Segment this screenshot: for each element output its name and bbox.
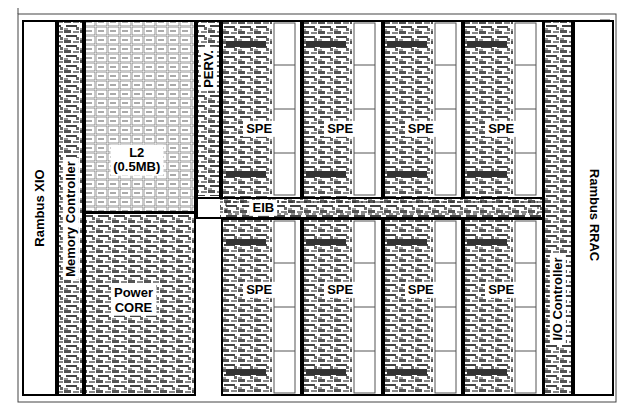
chip-block: SPE [302,20,383,199]
block-label: I/O Controller [550,255,566,344]
chip-block: Power CORE [84,212,196,396]
block-label: Power CORE [111,285,156,316]
chip-block: SPE [463,20,544,199]
block-label: Rambus RRAC [585,166,601,264]
chip-block: Rambus XIO [22,20,57,396]
chip-block: SPE [302,218,383,396]
chip-block: L2 (0.5MB) [84,20,196,213]
chip-block: SPE [221,20,302,199]
block-label: Rambus XIO [31,166,47,249]
chip-block: EIB [196,197,544,219]
block-label: EIB [250,200,278,216]
chip-block: I/O Controller [543,20,573,396]
block-label: SPE [485,121,517,137]
block-label: SPE [485,281,517,297]
chip-block: SPE [383,20,463,199]
block-label: Memory Controller [62,158,78,280]
chip-block: Rambus RRAC [573,20,614,396]
chip-block: SPE [221,218,302,396]
block-label: SPE [243,121,275,137]
block-label: SPE [324,121,356,137]
chip-block: Memory Controller [57,20,84,396]
block-label: PERV. [200,47,216,91]
block-label: SPE [324,281,356,297]
block-label: L2 (0.5MB) [110,145,163,176]
block-label: SPE [405,281,437,297]
chip-block: SPE [463,218,544,396]
chip-block: PERV. [196,20,221,199]
block-label: SPE [405,121,437,137]
chip-block: SPE [383,218,463,396]
block-label: SPE [243,281,275,297]
